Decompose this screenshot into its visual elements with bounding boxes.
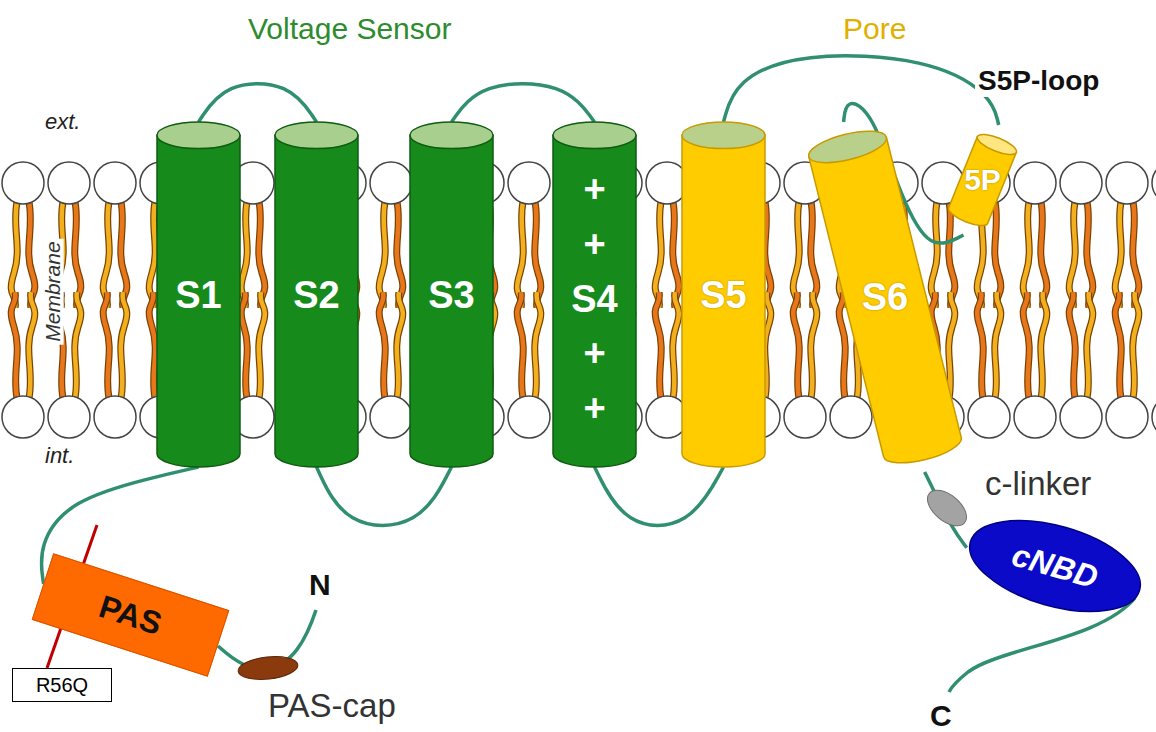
helix-s3: S3	[410, 122, 493, 467]
cylinder-body	[682, 135, 765, 467]
cylinder-shape	[946, 130, 1019, 229]
terminus-label: C	[930, 699, 952, 732]
chain-connector	[199, 84, 317, 122]
cylinder-body	[275, 135, 358, 467]
helix-s6: S6	[795, 122, 975, 472]
cylinder-body	[157, 135, 240, 467]
node-text: 5P	[964, 165, 1001, 195]
pas-domain: PAS	[32, 553, 230, 677]
chain-connector	[317, 467, 452, 525]
region-title: Voltage Sensor	[248, 12, 451, 45]
region-title: Pore	[843, 12, 906, 45]
terminus-label: N	[309, 568, 331, 601]
node-text: S4	[571, 280, 617, 318]
cylinder-shape	[157, 122, 240, 467]
domain-label: c-linker	[985, 466, 1091, 502]
pas-cap-ellipse	[237, 654, 299, 682]
domain-ellipse	[959, 503, 1150, 628]
node-text: S3	[428, 276, 474, 314]
cylinder-body	[410, 135, 493, 467]
helix-s4: + + S4 + +	[553, 122, 636, 467]
node-text: +	[583, 170, 605, 208]
node-text: S6	[862, 278, 908, 316]
cylinder-top	[157, 122, 240, 149]
cnbd-domain: cNBD	[957, 501, 1153, 631]
node-text: +	[583, 225, 605, 263]
side-label: int.	[45, 444, 74, 468]
node-text: S5	[700, 276, 746, 314]
cylinder-top	[975, 130, 1019, 158]
chain-connector	[724, 56, 999, 125]
loop-name: S5P-loop	[975, 66, 1102, 97]
c-linker-ellipse	[921, 483, 973, 532]
cylinder-shape	[806, 125, 965, 469]
helix-s5: S5	[682, 122, 765, 467]
pore-helix: 5P	[935, 125, 1030, 235]
node-text: +	[583, 389, 605, 427]
cylinder-top	[553, 122, 636, 149]
chain-connector	[595, 467, 724, 525]
cylinder-body	[809, 137, 965, 469]
node-text: S1	[175, 276, 221, 314]
node-text: R56Q	[36, 675, 88, 695]
cylinder-body	[553, 135, 636, 467]
cylinder-top	[682, 122, 765, 149]
mutation-box: R56Q	[12, 668, 112, 702]
membrane-label: Membrane	[40, 239, 63, 345]
cylinder-shape	[275, 122, 358, 467]
helix-s1: S1	[157, 122, 240, 467]
c-terminal-chain	[949, 598, 1135, 692]
cylinder-shape	[553, 122, 636, 467]
node-text: PAS	[95, 590, 165, 640]
node-text: S2	[293, 276, 339, 314]
cylinder-top	[410, 122, 493, 149]
cylinder-top	[275, 122, 358, 149]
cylinder-shape	[682, 122, 765, 467]
cylinder-top	[806, 125, 890, 169]
domain-label: PAS-cap	[268, 688, 396, 724]
cylinder-shape	[410, 122, 493, 467]
helix-s2: S2	[275, 122, 358, 467]
side-label: ext.	[45, 110, 80, 134]
node-text: +	[583, 334, 605, 372]
chain-connector	[452, 84, 595, 122]
